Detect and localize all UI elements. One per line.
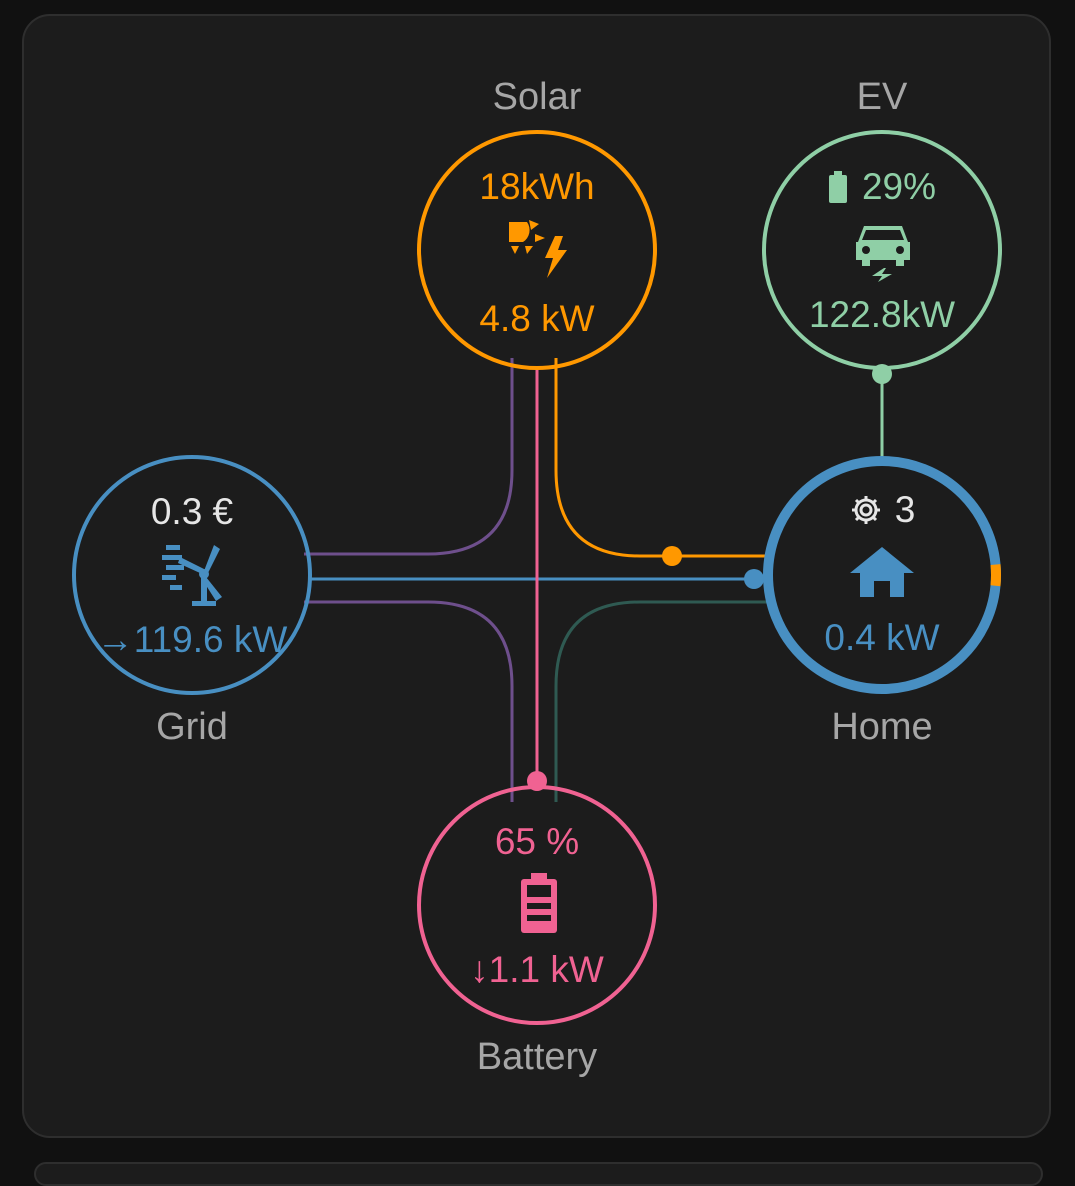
ev-power: 122.8kW <box>808 294 955 335</box>
solar-power: 4.8 kW <box>479 298 595 339</box>
grid-cost: 0.3 € <box>150 491 234 532</box>
ev-soc: 29% <box>861 166 937 207</box>
solar-label: Solar <box>492 76 582 118</box>
ev-node[interactable]: 29% 122.8kW <box>762 130 1002 370</box>
solar-energy: 18kWh <box>479 166 595 207</box>
home-node[interactable]: 3 0.4 kW <box>762 455 1002 695</box>
battery-arrow-icon: ↓ <box>470 949 489 990</box>
ev-label: EV <box>856 76 908 118</box>
battery-power-row: ↓1.1 kW <box>421 949 653 991</box>
grid-node[interactable]: 0.3 € →119.6 kW <box>72 455 312 695</box>
flow-solar-grid <box>304 358 514 556</box>
flow-solar-home <box>554 358 768 558</box>
solar-node[interactable]: 18kWh 4.8 kW <box>417 130 657 370</box>
grid-arrow-icon: → <box>96 619 134 660</box>
battery-power: 1.1 kW <box>488 949 604 990</box>
gear-icon <box>851 496 880 524</box>
home-icon <box>850 547 914 597</box>
home-ring-solar-segment <box>763 456 1001 694</box>
wind-turbine-icon <box>162 545 222 606</box>
flow-grid-battery <box>304 600 514 802</box>
grid-power-row: →119.6 kW <box>76 619 308 661</box>
battery-node[interactable]: 65 % ↓1.1 kW <box>417 785 657 1025</box>
flow-dot-grid-home <box>744 569 764 589</box>
home-devices-row: 3 <box>762 489 1002 531</box>
flow-battery-home <box>554 600 768 802</box>
ev-battery-icon <box>828 171 847 203</box>
battery-icon <box>521 873 557 933</box>
home-devices: 3 <box>894 489 916 530</box>
home-power: 0.4 kW <box>824 617 940 658</box>
battery-soc: 65 % <box>494 821 580 862</box>
battery-label: Battery <box>476 1036 598 1078</box>
home-label: Home <box>831 706 933 748</box>
grid-power: 119.6 kW <box>133 619 288 660</box>
ev-soc-row: 29% <box>766 166 998 208</box>
home-ring <box>763 456 1001 694</box>
car-electric-icon <box>856 226 910 282</box>
flow-dot-solar-home <box>662 546 682 566</box>
grid-label: Grid <box>156 706 228 748</box>
solar-power-icon <box>509 220 567 278</box>
